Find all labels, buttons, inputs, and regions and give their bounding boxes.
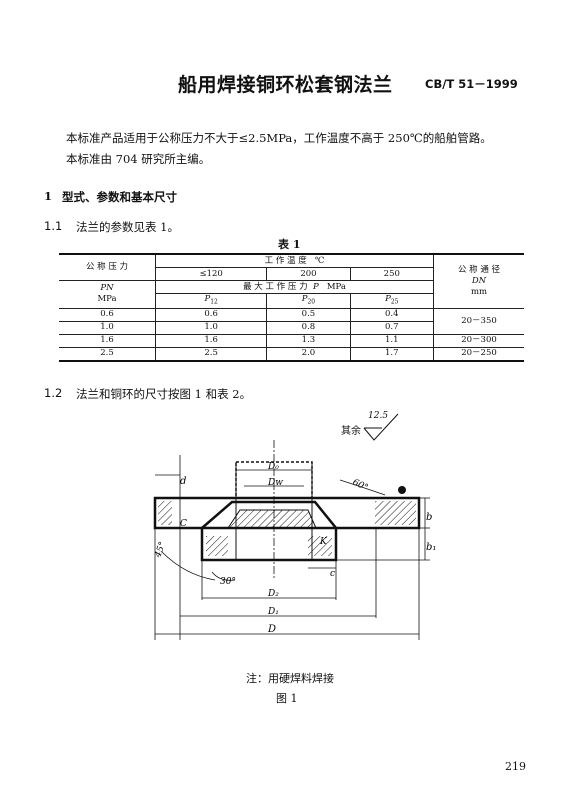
- page-title: 船用焊接铜环松套钢法兰: [178, 74, 393, 96]
- dim-D: D: [267, 624, 276, 635]
- cell-pn-1: 1.0: [59, 320, 156, 335]
- th-p25: P25: [349, 293, 435, 309]
- clause-1-1-text: 法兰的参数见表 1。: [76, 220, 179, 234]
- flange-drawing: d D₀ Dᴡ 60° b b₁ C K 45° 30° c D₂ D₁ D: [153, 440, 436, 640]
- cell-p20-2: 1.3: [266, 333, 351, 348]
- dim-30: 30°: [220, 577, 236, 587]
- cell-p12-0: 0.6: [154, 307, 268, 322]
- cell-dn-1: 20－300: [433, 333, 524, 348]
- cell-dn-2: 20－250: [433, 346, 524, 362]
- figure-caption: 图 1: [276, 692, 298, 705]
- cell-pn-3: 2.5: [59, 346, 156, 362]
- th-temp-250: 250: [349, 267, 435, 281]
- section-1-title: 型式、参数和基本尺寸: [62, 190, 177, 204]
- dim-D1: D₁: [267, 607, 279, 617]
- dim-d: d: [180, 476, 186, 487]
- intro-line-1: 本标准产品适用于公称压力不大于≤2.5MPa，工作温度不高于 250℃的船舶管路…: [66, 131, 492, 145]
- th-work-temp: 工 作 温 度 ℃: [155, 253, 434, 268]
- section-1-number: 1: [44, 189, 53, 203]
- figure-note: 注：用硬焊料焊接: [246, 672, 334, 685]
- intro-line-2: 本标准由 704 研究所主编。: [66, 152, 211, 166]
- dim-c: c: [330, 569, 335, 579]
- cell-p12-3: 2.5: [154, 346, 268, 362]
- dim-b1: b₁: [426, 542, 436, 553]
- page-number: 219: [505, 760, 526, 773]
- cell-dn-0: 20－350: [433, 307, 524, 335]
- table-caption: 表 1: [278, 238, 301, 251]
- cell-p25-1: 0.7: [349, 320, 435, 335]
- dim-D2: D₂: [267, 589, 279, 599]
- parameter-table: 公 称 压 力 工 作 温 度 ℃ 公 称 通 径 DN mm ≤120 200…: [59, 252, 524, 362]
- cell-p25-2: 1.1: [349, 333, 435, 348]
- th-temp-120: ≤120: [154, 267, 268, 281]
- cell-pn-2: 1.6: [59, 333, 156, 348]
- cell-p12-1: 1.0: [154, 320, 268, 335]
- th-temp-200: 200: [266, 267, 351, 281]
- clause-1-1-number: 1.1: [44, 219, 63, 233]
- th-dn: 公 称 通 径 DN mm: [433, 252, 524, 309]
- clause-1-2-number: 1.2: [44, 386, 63, 400]
- clause-1-2-text: 法兰和铜环的尺寸按图 1 和表 2。: [76, 387, 252, 401]
- cell-p25-3: 1.7: [349, 346, 435, 362]
- standard-number: CB/T 51－1999: [425, 77, 518, 91]
- cell-p20-3: 2.0: [266, 346, 351, 362]
- dim-60: 60°: [351, 478, 370, 494]
- cell-p25-0: 0.4: [349, 307, 435, 322]
- roughness-symbol-icon: [363, 413, 399, 441]
- cell-p20-0: 0.5: [266, 307, 351, 322]
- cell-p20-1: 0.8: [266, 320, 351, 335]
- dim-b: b: [426, 512, 432, 523]
- cell-p12-2: 1.6: [154, 333, 268, 348]
- roughness-prefix: 其余: [341, 426, 361, 437]
- dim-C: C: [180, 519, 187, 529]
- cell-pn-0: 0.6: [59, 307, 156, 322]
- dim-D0: D₀: [267, 462, 279, 472]
- dim-DW: Dᴡ: [267, 478, 284, 488]
- th-pn-symbol: PN MPa: [59, 280, 156, 309]
- roughness-value: 12.5: [368, 411, 389, 421]
- th-p20: P20: [266, 293, 351, 309]
- th-max-pressure: 最 大 工 作 压 力 P MPa: [155, 280, 434, 294]
- th-p12: P12: [154, 293, 268, 309]
- dim-K: K: [319, 537, 328, 547]
- th-pn: 公 称 压 力: [59, 253, 156, 281]
